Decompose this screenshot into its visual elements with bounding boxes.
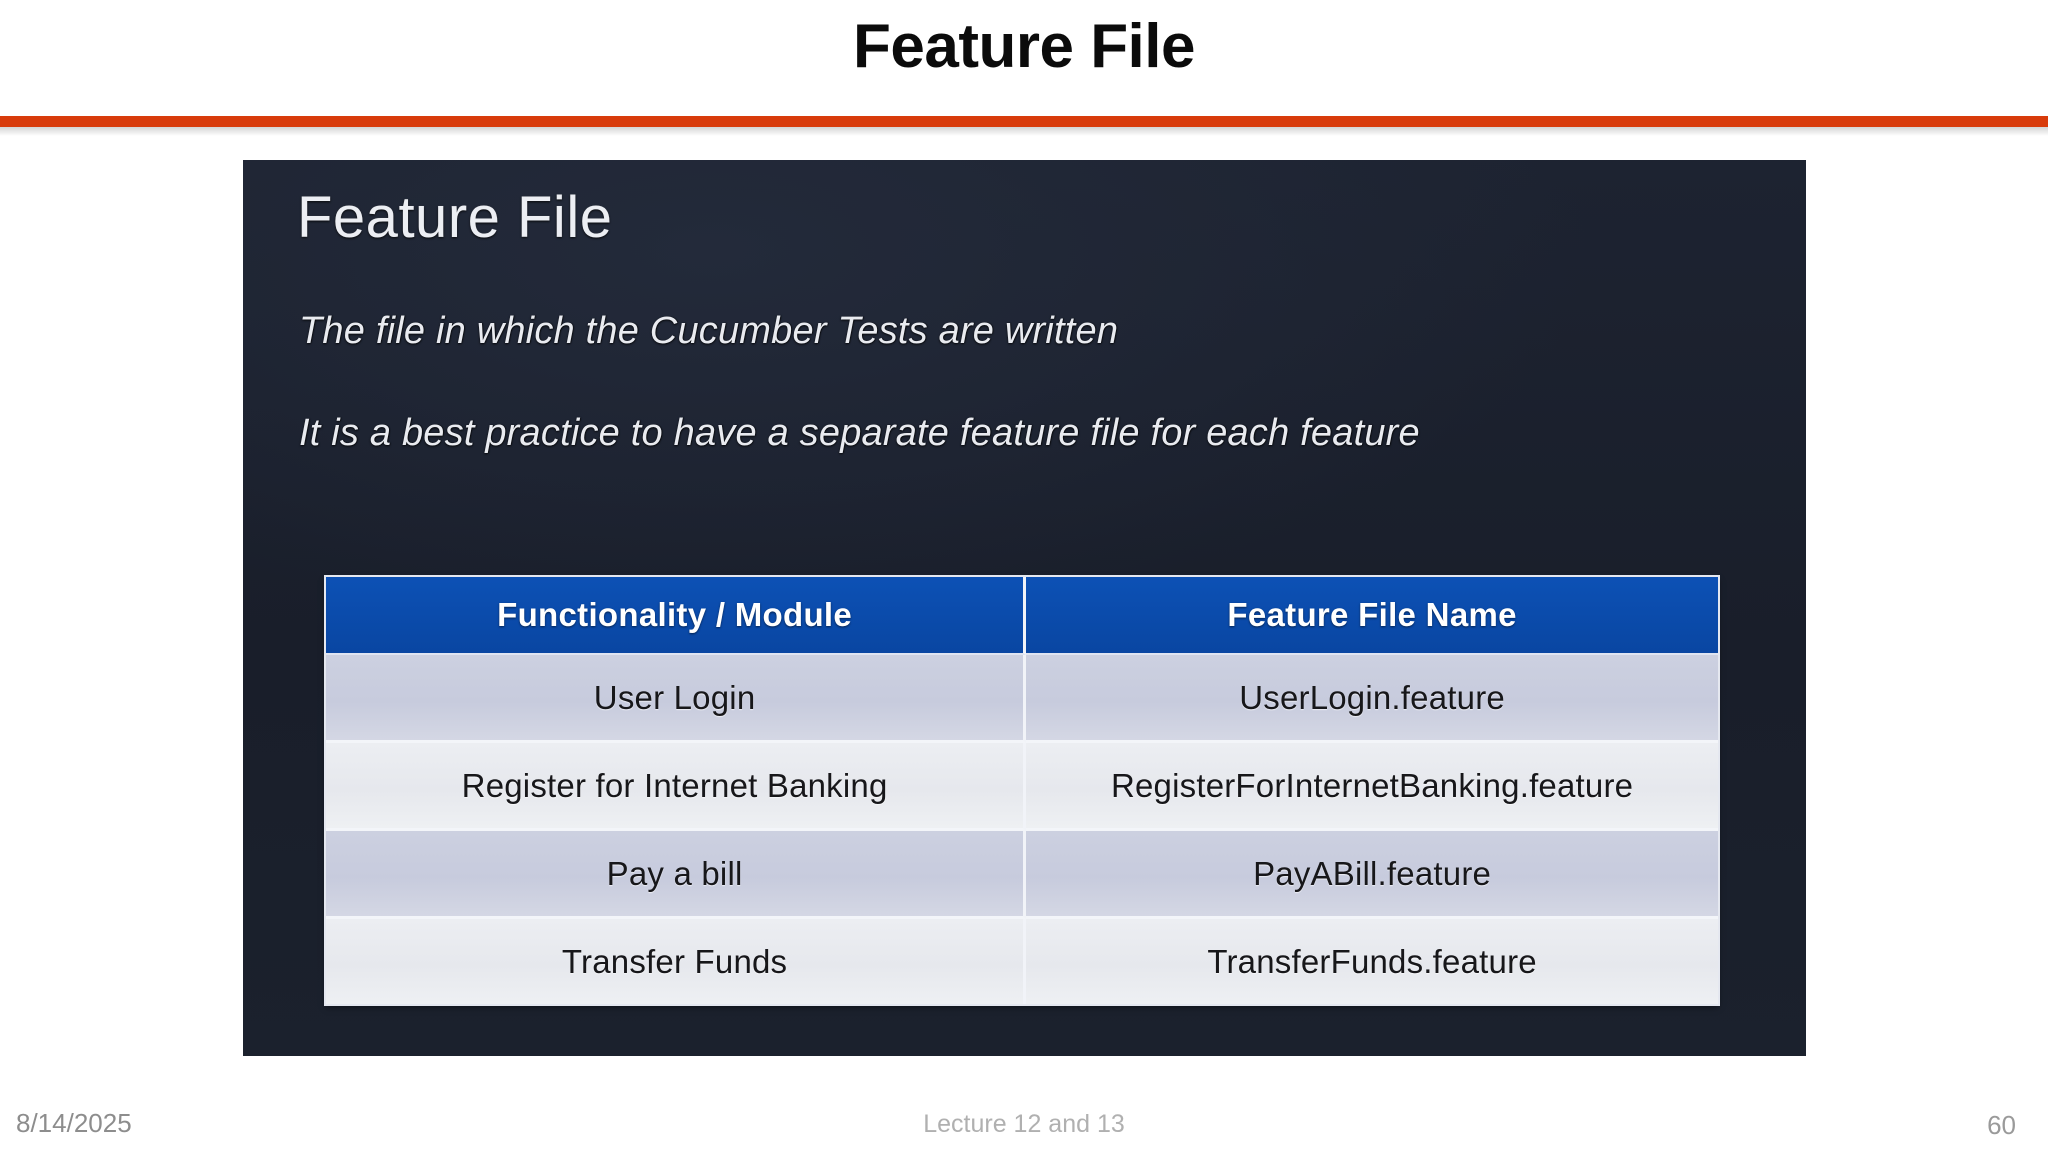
cell-functionality: User Login <box>326 655 1027 743</box>
table-row: Register for Internet Banking RegisterFo… <box>326 743 1718 831</box>
title-divider <box>0 116 2048 127</box>
panel-heading: Feature File <box>297 185 613 250</box>
panel-description-line-2: It is a best practice to have a separate… <box>299 412 1420 454</box>
footer-date: 8/14/2025 <box>16 1108 132 1138</box>
column-header-feature-file-name: Feature File Name <box>1026 577 1718 655</box>
cell-feature-file-name: UserLogin.feature <box>1026 655 1718 743</box>
footer-page-number: 60 <box>1987 1110 2016 1140</box>
cell-functionality: Register for Internet Banking <box>326 743 1027 831</box>
panel-description-line-1: The file in which the Cucumber Tests are… <box>299 310 1119 352</box>
cell-functionality: Pay a bill <box>326 831 1027 919</box>
table-row: Transfer Funds TransferFunds.feature <box>326 919 1718 1004</box>
cell-feature-file-name: PayABill.feature <box>1026 831 1718 919</box>
cell-feature-file-name: TransferFunds.feature <box>1026 919 1718 1004</box>
content-image-panel: Feature File The file in which the Cucum… <box>243 160 1806 1056</box>
table-row: User Login UserLogin.feature <box>326 655 1718 743</box>
title-divider-shadow <box>0 127 2048 136</box>
feature-file-table: Functionality / Module Feature File Name… <box>326 577 1718 1004</box>
table-header-row: Functionality / Module Feature File Name <box>326 577 1718 655</box>
cell-functionality: Transfer Funds <box>326 919 1027 1004</box>
cell-feature-file-name: RegisterForInternetBanking.feature <box>1026 743 1718 831</box>
footer-lecture-label: Lecture 12 and 13 <box>923 1110 1125 1138</box>
column-header-functionality: Functionality / Module <box>326 577 1027 655</box>
table-row: Pay a bill PayABill.feature <box>326 831 1718 919</box>
page-title: Feature File <box>853 12 1196 81</box>
